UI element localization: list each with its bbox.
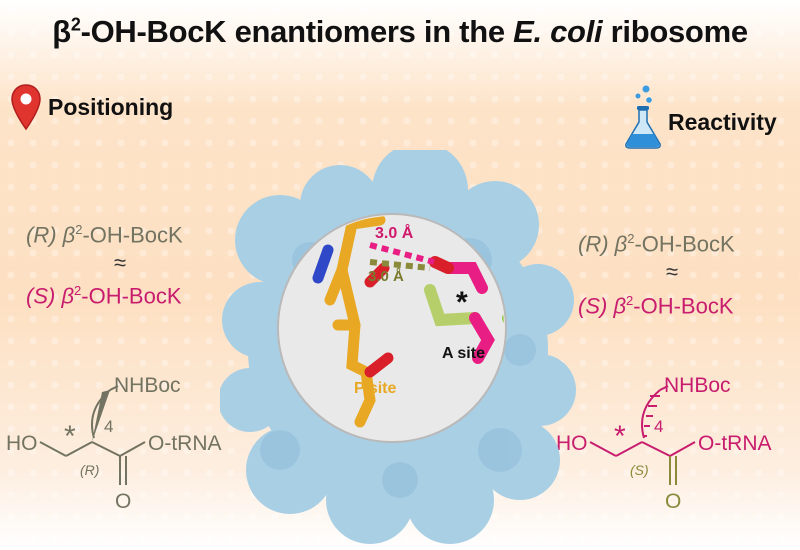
map-pin-icon [11, 84, 41, 131]
left-carbonyl-o: O [115, 490, 131, 513]
zoom-circle [277, 213, 507, 443]
right-carbonyl-o: O [665, 490, 681, 513]
p-site-label: P site [354, 380, 397, 397]
right-structure: HO NHBoc 4 * (S) O-tRNA O [556, 374, 772, 513]
center-star: * [456, 286, 468, 319]
flask-icon [625, 85, 661, 149]
left-r-label: (R) β2-OH-BocK [26, 222, 183, 248]
reactivity-heading: Reactivity [668, 109, 777, 135]
distance-label-2: 3.0 Å [368, 268, 404, 285]
positioning-heading: Positioning [48, 94, 174, 120]
left-nhboc: NHBoc [114, 374, 181, 397]
right-r-label: (R) β2-OH-BocK [578, 231, 735, 257]
left-structure: HO NHBoc 4 * (R) O-tRNA O [6, 374, 222, 513]
left-ho: HO [6, 432, 38, 455]
right-s-label: (S) β2-OH-BocK [578, 293, 734, 319]
hbond-olive [369, 259, 431, 271]
right-nhboc: NHBoc [664, 374, 731, 397]
left-wedge-bond [92, 390, 110, 442]
left-approx-sign: ≈ [114, 250, 127, 275]
left-s-label: (S) β2-OH-BocK [26, 283, 182, 309]
left-subscript: 4 [104, 417, 113, 436]
page-title: β2-OH-BocK enantiomers in the E. coli ri… [52, 14, 748, 49]
left-stereocenter-star: * [64, 420, 76, 453]
right-otrna: O-tRNA [698, 432, 772, 455]
ribosome-illustration: 3.0 Å 3.0 Å * A site P site [220, 150, 576, 544]
right-subscript: 4 [654, 417, 663, 436]
a-site-label: A site [442, 345, 485, 362]
distance-label-1: 3.0 Å [375, 223, 414, 242]
right-approx-sign: ≈ [666, 259, 679, 284]
right-config: (S) [630, 462, 649, 478]
left-otrna: O-tRNA [148, 432, 222, 455]
right-stereocenter-star: * [614, 420, 626, 453]
left-config: (R) [80, 462, 99, 478]
right-ho: HO [556, 432, 588, 455]
